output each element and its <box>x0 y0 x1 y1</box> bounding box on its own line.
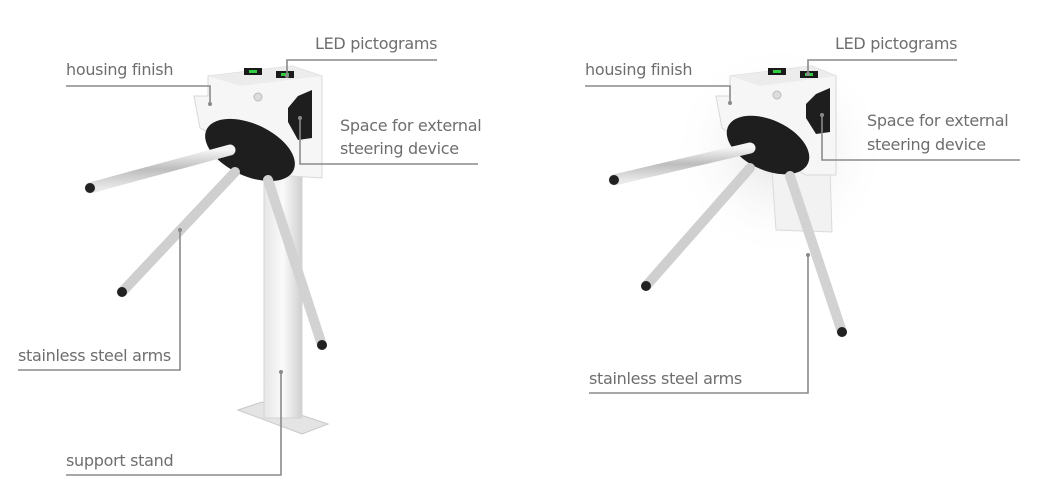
arm <box>117 167 240 297</box>
support-stand <box>263 169 303 419</box>
rotor <box>205 118 295 182</box>
label-housing-finish: housing finish <box>66 60 174 79</box>
right-turnstile <box>608 40 890 337</box>
rotor <box>726 115 810 175</box>
leader-led-left <box>286 59 437 76</box>
label-space-line1: Space for external <box>867 111 1009 130</box>
arm <box>608 142 756 186</box>
leader-housing-left <box>66 85 211 104</box>
leader-arms-right <box>589 255 809 394</box>
leader-arms-left <box>18 230 181 371</box>
leader-housing-right <box>585 85 731 103</box>
label-stainless-steel-arms: stainless steel arms <box>589 369 742 388</box>
arm <box>84 144 236 194</box>
arm <box>785 171 847 337</box>
steering-device-slot <box>288 90 312 140</box>
steering-device-slot <box>806 88 830 134</box>
leader-stand-left <box>66 372 282 476</box>
leader-lines <box>18 59 1020 476</box>
leader-space-right <box>821 115 1020 161</box>
label-space-line2: steering device <box>867 135 986 154</box>
leader-space-left <box>299 118 478 165</box>
label-led-pictograms: LED pictograms <box>835 34 958 53</box>
left-turnstile <box>84 65 330 435</box>
label-stainless-steel-arms: stainless steel arms <box>18 346 171 365</box>
label-led-pictograms: LED pictograms <box>315 34 438 53</box>
label-space-line1: Space for external <box>340 116 482 135</box>
label-space-line2: steering device <box>340 139 459 158</box>
arm <box>641 163 755 291</box>
label-support-stand: support stand <box>66 451 174 470</box>
label-housing-finish: housing finish <box>585 60 693 79</box>
arm <box>263 175 327 350</box>
leader-led-right <box>807 59 957 74</box>
